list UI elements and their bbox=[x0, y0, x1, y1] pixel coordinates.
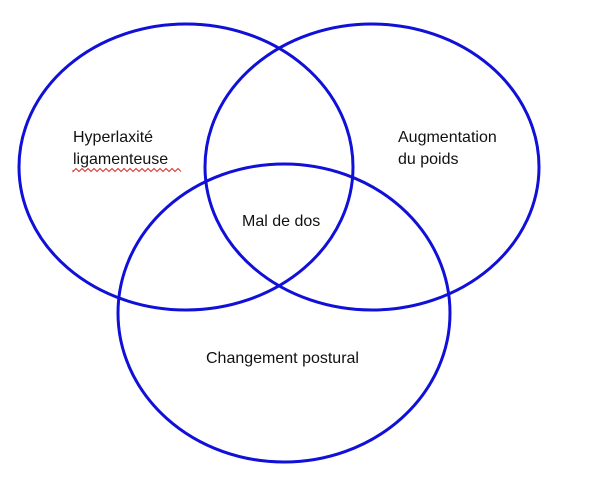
circle-augmentation-poids bbox=[203, 22, 541, 312]
label-augmentation-du-poids: Augmentation du poids bbox=[398, 127, 497, 171]
label-changement-postural: Changement postural bbox=[206, 348, 359, 370]
label-changement-line-1: Changement postural bbox=[206, 350, 359, 367]
label-hyperlaxite-line-1: Hyperlaxité bbox=[73, 129, 154, 146]
spellcheck-underline bbox=[72, 167, 182, 173]
label-mal-de-dos: Mal de dos bbox=[242, 211, 320, 233]
label-intersection: Mal de dos bbox=[242, 213, 321, 230]
label-augmentation-line-2: du poids bbox=[398, 151, 459, 168]
circle-hyperlaxite bbox=[17, 22, 355, 312]
label-augmentation-line-1: Augmentation bbox=[398, 129, 497, 146]
label-hyperlaxite-line-2: ligamenteuse bbox=[73, 151, 169, 168]
circle-changement-postural bbox=[116, 162, 452, 464]
label-hyperlaxite-ligamenteuse: Hyperlaxité ligamenteuse bbox=[73, 127, 168, 171]
